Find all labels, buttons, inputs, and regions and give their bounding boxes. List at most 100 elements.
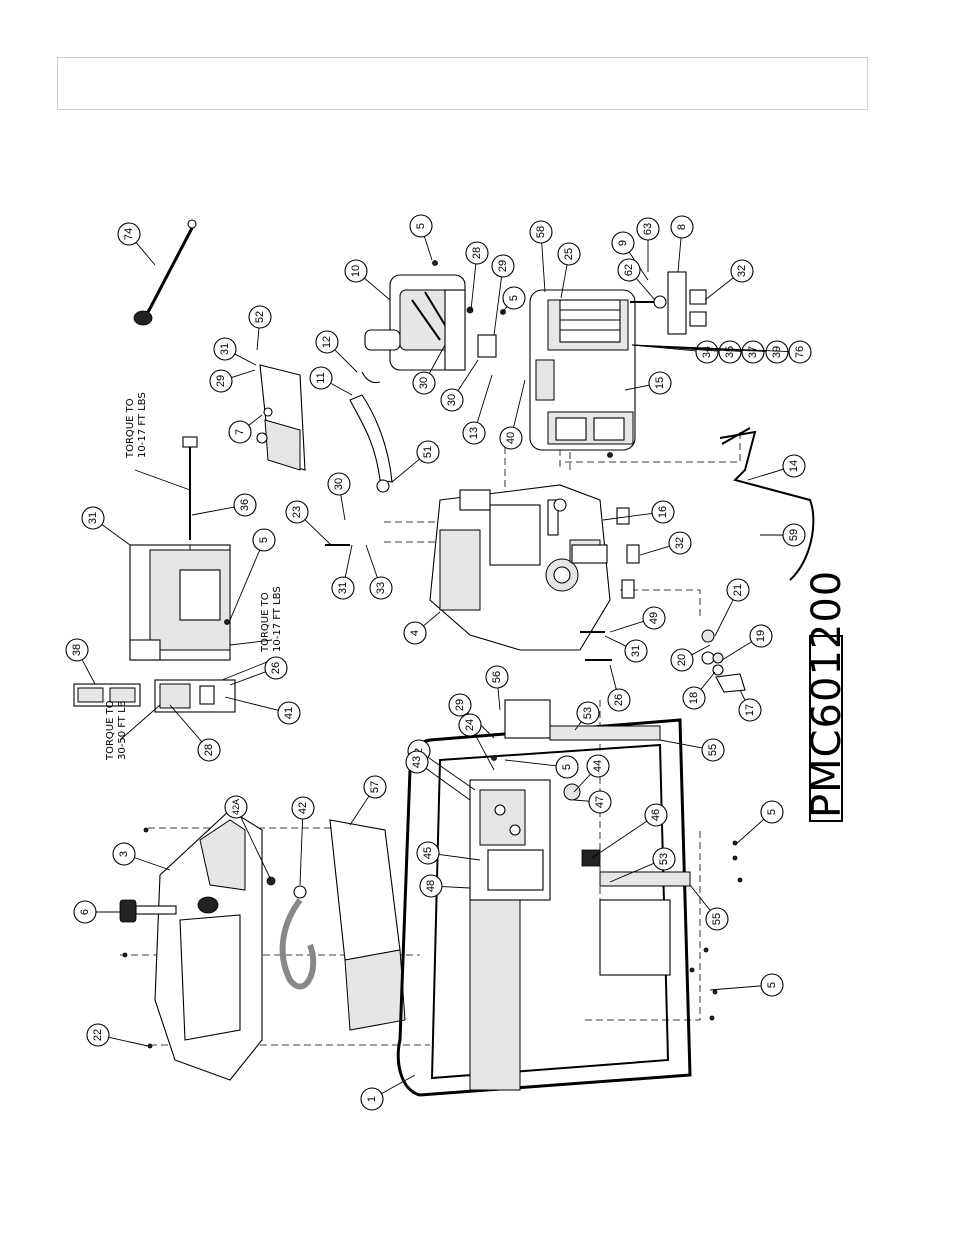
callout-balloon [617,258,641,282]
callout-28: 28 [169,704,221,762]
callout-leader [438,854,481,861]
part-59-harness [719,427,815,581]
callout-44: 44 [573,754,610,793]
callout-leader [299,818,304,886]
callout-number: 23 [291,506,303,518]
callout-leader [714,599,734,637]
callout-balloon [344,259,368,283]
callout-balloon [416,841,440,865]
callout-number: 42 [297,802,309,814]
callout-5: 5 [409,214,433,261]
callout-leader [497,687,501,711]
callout-63: 63 [636,217,660,272]
callout-22: 22 [86,1023,149,1047]
callout-leader [135,242,156,266]
callout-25: 25 [557,242,581,299]
callout-59: 59 [760,523,806,547]
callout-leader [734,818,765,846]
callout-number: 76 [794,346,806,358]
callout-balloon [741,340,765,364]
callout-29: 29 [209,369,256,393]
torque-note-c: TORQUE TO 30-50 FT LB [105,700,128,761]
callout-55: 55 [659,738,725,762]
callout-number: 17 [744,704,756,716]
callout-leader [474,734,495,771]
callout-balloon [502,286,526,310]
callout-32: 32 [639,531,692,556]
muffler-bracket [444,289,497,371]
callout-number: 29 [497,260,509,272]
callout-number: 10 [350,265,362,277]
callout-33: 33 [365,544,393,600]
callout-balloon [81,506,105,530]
callout-41: 41 [224,696,301,725]
callout-balloon [576,701,600,725]
callout-leader [700,671,716,690]
callout-20: 20 [670,644,711,672]
callout-49: 49 [609,606,666,633]
callout-number: 33 [375,582,387,594]
callout-53: 53 [609,847,676,883]
part-74-rod [133,219,197,326]
callout-53: 53 [574,701,600,731]
callout-leader [344,544,353,578]
callout-number: 53 [658,853,670,865]
callout-balloon [718,340,742,364]
callout-leader [604,635,627,647]
callout-leader [428,344,446,374]
callout-balloon [624,639,648,663]
callout-57: 57 [349,775,387,826]
callout-balloon [760,800,784,824]
callout-balloon [403,621,427,645]
callout-number: 14 [788,460,800,472]
callout-leader [391,458,420,483]
callout-balloon [695,340,719,364]
callout-balloon [670,648,694,672]
callout-leader [591,820,648,859]
callout-5: 5 [504,755,579,779]
callout-balloon [440,388,464,412]
callout-35: 35 [631,340,742,364]
callout-leader [441,886,471,889]
callout-balloon [670,215,694,239]
part-53-handle [504,699,691,887]
callout-leader [425,768,471,801]
callout-leader [602,513,653,521]
callout-balloon [738,698,762,722]
callout-balloon [557,242,581,266]
callout-balloon [465,241,489,265]
callout-74: 74 [117,222,156,266]
callout-leader [81,659,96,685]
callout-balloon [369,576,393,600]
callout-5: 5 [500,286,526,315]
callout-leader [349,795,370,826]
callout-balloon [458,713,482,737]
callout-leader [574,721,582,731]
callout-leader [248,414,263,426]
callout-5: 5 [709,973,784,997]
callout-leader [134,857,171,871]
torque-note-b: TORQUE TO 10-17 FT LBS [260,586,283,653]
callout-number: 47 [594,796,606,808]
callout-balloon [331,576,355,600]
callout-balloon [416,440,440,464]
callout-48: 48 [419,874,471,898]
callout-leader [476,374,493,423]
callout-leader [504,759,557,767]
callout-leader [231,369,256,379]
callout-1: 1 [360,1074,416,1111]
callout-62: 62 [617,258,656,301]
part-36-bolt [182,436,198,540]
part-8-mount [630,271,707,335]
callout-balloon [788,340,812,364]
torque-leaders [119,469,273,741]
callout-19: 19 [721,624,773,661]
callout-leader [609,862,655,883]
callout-number: 21 [732,584,744,596]
callout-number: 12 [321,336,333,348]
callout-number: 59 [788,529,800,541]
callout-number: 26 [270,662,282,674]
callout-balloon [607,688,631,712]
callout-23: 23 [285,500,331,545]
callout-number: 41 [283,707,295,719]
